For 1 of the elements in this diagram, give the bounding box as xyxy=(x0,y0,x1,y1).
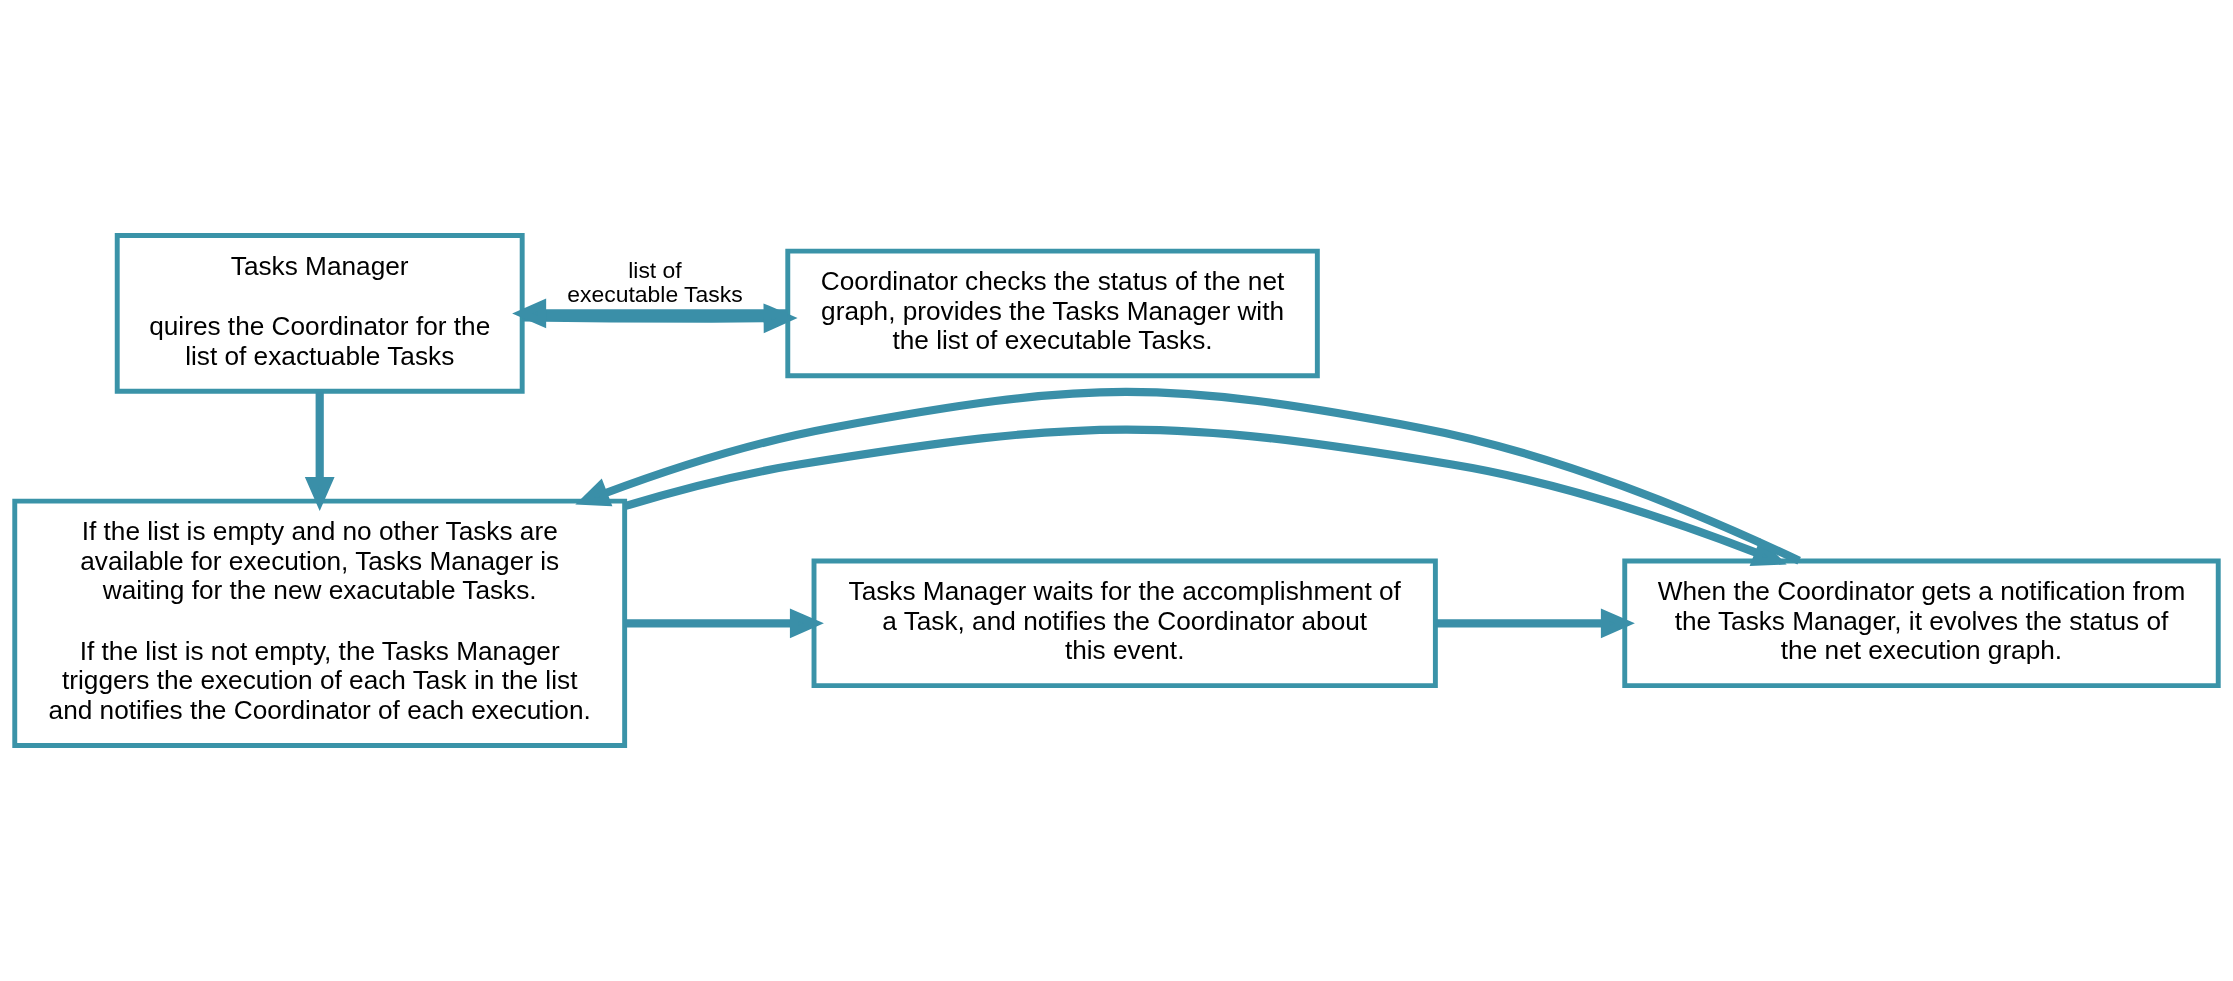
edge-label: list of executable Tasks xyxy=(567,256,743,308)
